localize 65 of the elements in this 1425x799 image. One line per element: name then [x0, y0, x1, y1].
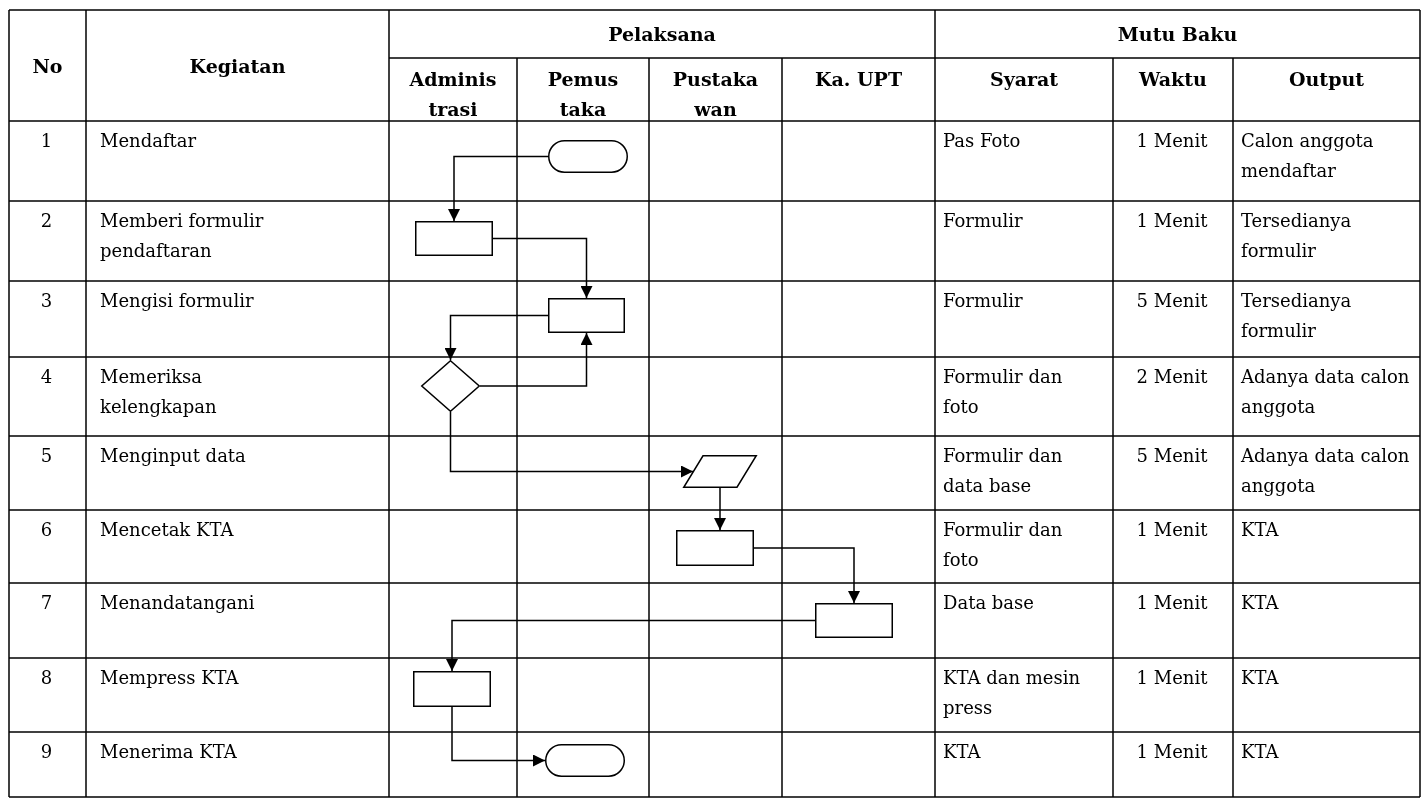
time-text: 1 Menit [1136, 740, 1208, 764]
requirement-text: Data base [943, 591, 1034, 615]
arrow [492, 237, 593, 299]
activity-text: Memeriksa kelengkapan [100, 365, 218, 419]
requirement-text: Formulir dan foto [943, 365, 1064, 419]
row-number: 5 [40, 444, 53, 468]
time-text: 2 Menit [1136, 365, 1208, 389]
time-text: 1 Menit [1136, 591, 1208, 615]
arrow [479, 332, 593, 387]
column-header: No [32, 53, 63, 79]
column-header: Kegiatan [189, 53, 286, 79]
time-text: 1 Menit [1136, 666, 1208, 690]
row-number: 9 [40, 740, 53, 764]
row-number: 6 [40, 518, 53, 542]
column-header: Waktu [1139, 67, 1207, 92]
row-number: 1 [40, 129, 53, 153]
output-text: Adanya data calon anggota [1241, 365, 1410, 419]
output-text: Tersedianya formulir [1241, 209, 1353, 263]
activity-text: Menerima KTA [100, 740, 237, 764]
activity-text: Memberi formulir pendaftaran [100, 209, 265, 263]
activity-text: Menginput data [100, 444, 246, 468]
activity-text: Mencetak KTA [100, 518, 234, 542]
row-number: 7 [40, 591, 53, 615]
time-text: 5 Menit [1136, 289, 1208, 313]
arrow [451, 706, 546, 767]
output-text: KTA [1241, 518, 1279, 542]
output-text: Tersedianya formulir [1241, 289, 1353, 343]
row-number: 2 [40, 209, 53, 233]
arrow [448, 155, 549, 222]
column-header: Syarat [989, 67, 1059, 92]
requirement-text: Formulir dan foto [943, 518, 1064, 572]
arrow [444, 314, 549, 361]
column-header: Output [1289, 67, 1364, 92]
arrow [714, 487, 726, 531]
row-number: 3 [40, 289, 53, 313]
output-text: KTA [1241, 591, 1279, 615]
column-group-header: Pelaksana [608, 22, 716, 47]
output-text: KTA [1241, 740, 1279, 764]
activity-text: Mempress KTA [100, 666, 239, 690]
output-text: Calon anggota mendaftar [1241, 129, 1375, 183]
activity-text: Mendaftar [100, 129, 197, 153]
requirement-text: KTA [943, 740, 981, 764]
requirement-text: Formulir [943, 209, 1023, 233]
activity-text: Menandatangani [100, 591, 255, 615]
arrow [753, 547, 860, 604]
column-group-header: Mutu Baku [1117, 22, 1238, 47]
time-text: 5 Menit [1136, 444, 1208, 468]
requirement-text: Formulir dan data base [943, 444, 1064, 498]
output-text: KTA [1241, 666, 1279, 690]
row-number: 8 [40, 666, 53, 690]
time-text: 1 Menit [1136, 209, 1208, 233]
row-number: 4 [40, 365, 53, 389]
time-text: 1 Menit [1136, 518, 1208, 542]
column-header: Pustaka wan [671, 67, 760, 122]
arrow [446, 619, 816, 672]
column-header: Pemus taka [546, 67, 620, 122]
requirement-text: Pas Foto [943, 129, 1021, 153]
column-header: Ka. UPT [814, 67, 903, 92]
requirement-text: KTA dan mesin press [943, 666, 1082, 720]
time-text: 1 Menit [1136, 129, 1208, 153]
requirement-text: Formulir [943, 289, 1023, 313]
column-header: Adminis trasi [408, 67, 498, 122]
activity-text: Mengisi formulir [100, 289, 254, 313]
arrow [449, 411, 694, 478]
output-text: Adanya data calon anggota [1241, 444, 1410, 498]
